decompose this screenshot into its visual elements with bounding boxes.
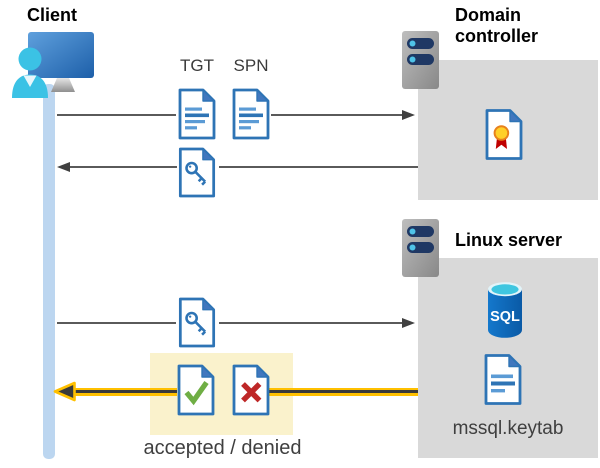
tgt-label: TGT [180,56,214,75]
key-glyph [185,161,207,186]
denied-document-icon [232,364,270,416]
client-lifeline-bar [43,84,55,459]
monitor-stand [51,78,75,92]
person-collar [23,75,37,87]
arrow-line [219,322,403,325]
yellow-arrow-core [73,390,177,393]
client-title: Client [27,5,78,25]
spn-document-icon [232,88,270,140]
tgt-document-icon [178,88,216,140]
sql-icon-label: SQL [490,309,520,325]
accepted-document-icon [177,364,215,416]
certificate-document-icon [485,109,523,160]
keytab-document-icon [484,354,522,405]
client-user-workstation-icon [12,32,94,98]
arrow-line [70,166,177,169]
arrowhead-right-icon [402,109,415,120]
arrow-line [219,166,418,169]
yellow-arrow-core [267,390,418,393]
check-icon [184,381,209,406]
arrow-line [271,114,403,117]
linux-server-server-icon [402,219,439,277]
sql-database-icon: SQL [488,282,522,338]
linux-server-title: Linux server [455,230,563,250]
arrowhead-left-icon [57,161,70,172]
person-head [18,47,42,71]
key-document-icon [178,147,216,198]
cross-icon [241,382,262,403]
keytab-filename-label: mssql.keytab [452,418,564,439]
cert-seal [493,125,510,141]
arrow-line [57,322,176,325]
arrow-line [57,114,176,117]
arrowhead-right-icon [402,317,415,328]
domain-controller-title: Domain controller [455,5,539,47]
monitor-icon [28,32,94,78]
spn-label: SPN [233,56,269,75]
accepted-denied-label: accepted / denied [143,437,302,459]
domain-controller-server-icon [402,31,439,89]
key-glyph [185,311,207,336]
yellow-arrowhead-left-icon [53,381,76,402]
key-document-icon [178,297,216,348]
